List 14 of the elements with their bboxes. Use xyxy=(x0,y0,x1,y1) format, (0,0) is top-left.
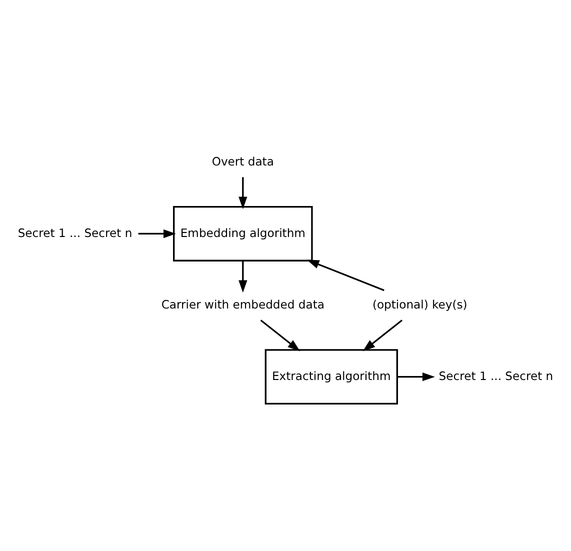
node-box: Embedding algorithm xyxy=(173,206,313,262)
arrow xyxy=(260,320,300,352)
node-text: Secret 1 ... Secret n xyxy=(18,226,132,240)
arrow xyxy=(238,260,248,293)
arrow xyxy=(362,320,402,352)
arrow xyxy=(397,372,435,382)
node-text: Carrier with embedded data xyxy=(161,297,324,312)
arrow xyxy=(306,260,384,292)
arrow xyxy=(138,229,176,238)
node-text: Secret 1 ... Secret n xyxy=(438,368,554,383)
node-text: Overt data xyxy=(212,154,274,168)
node-text: (optional) key(s) xyxy=(372,297,468,312)
node-box: Extracting algorithm xyxy=(264,349,398,405)
arrow xyxy=(238,177,248,210)
